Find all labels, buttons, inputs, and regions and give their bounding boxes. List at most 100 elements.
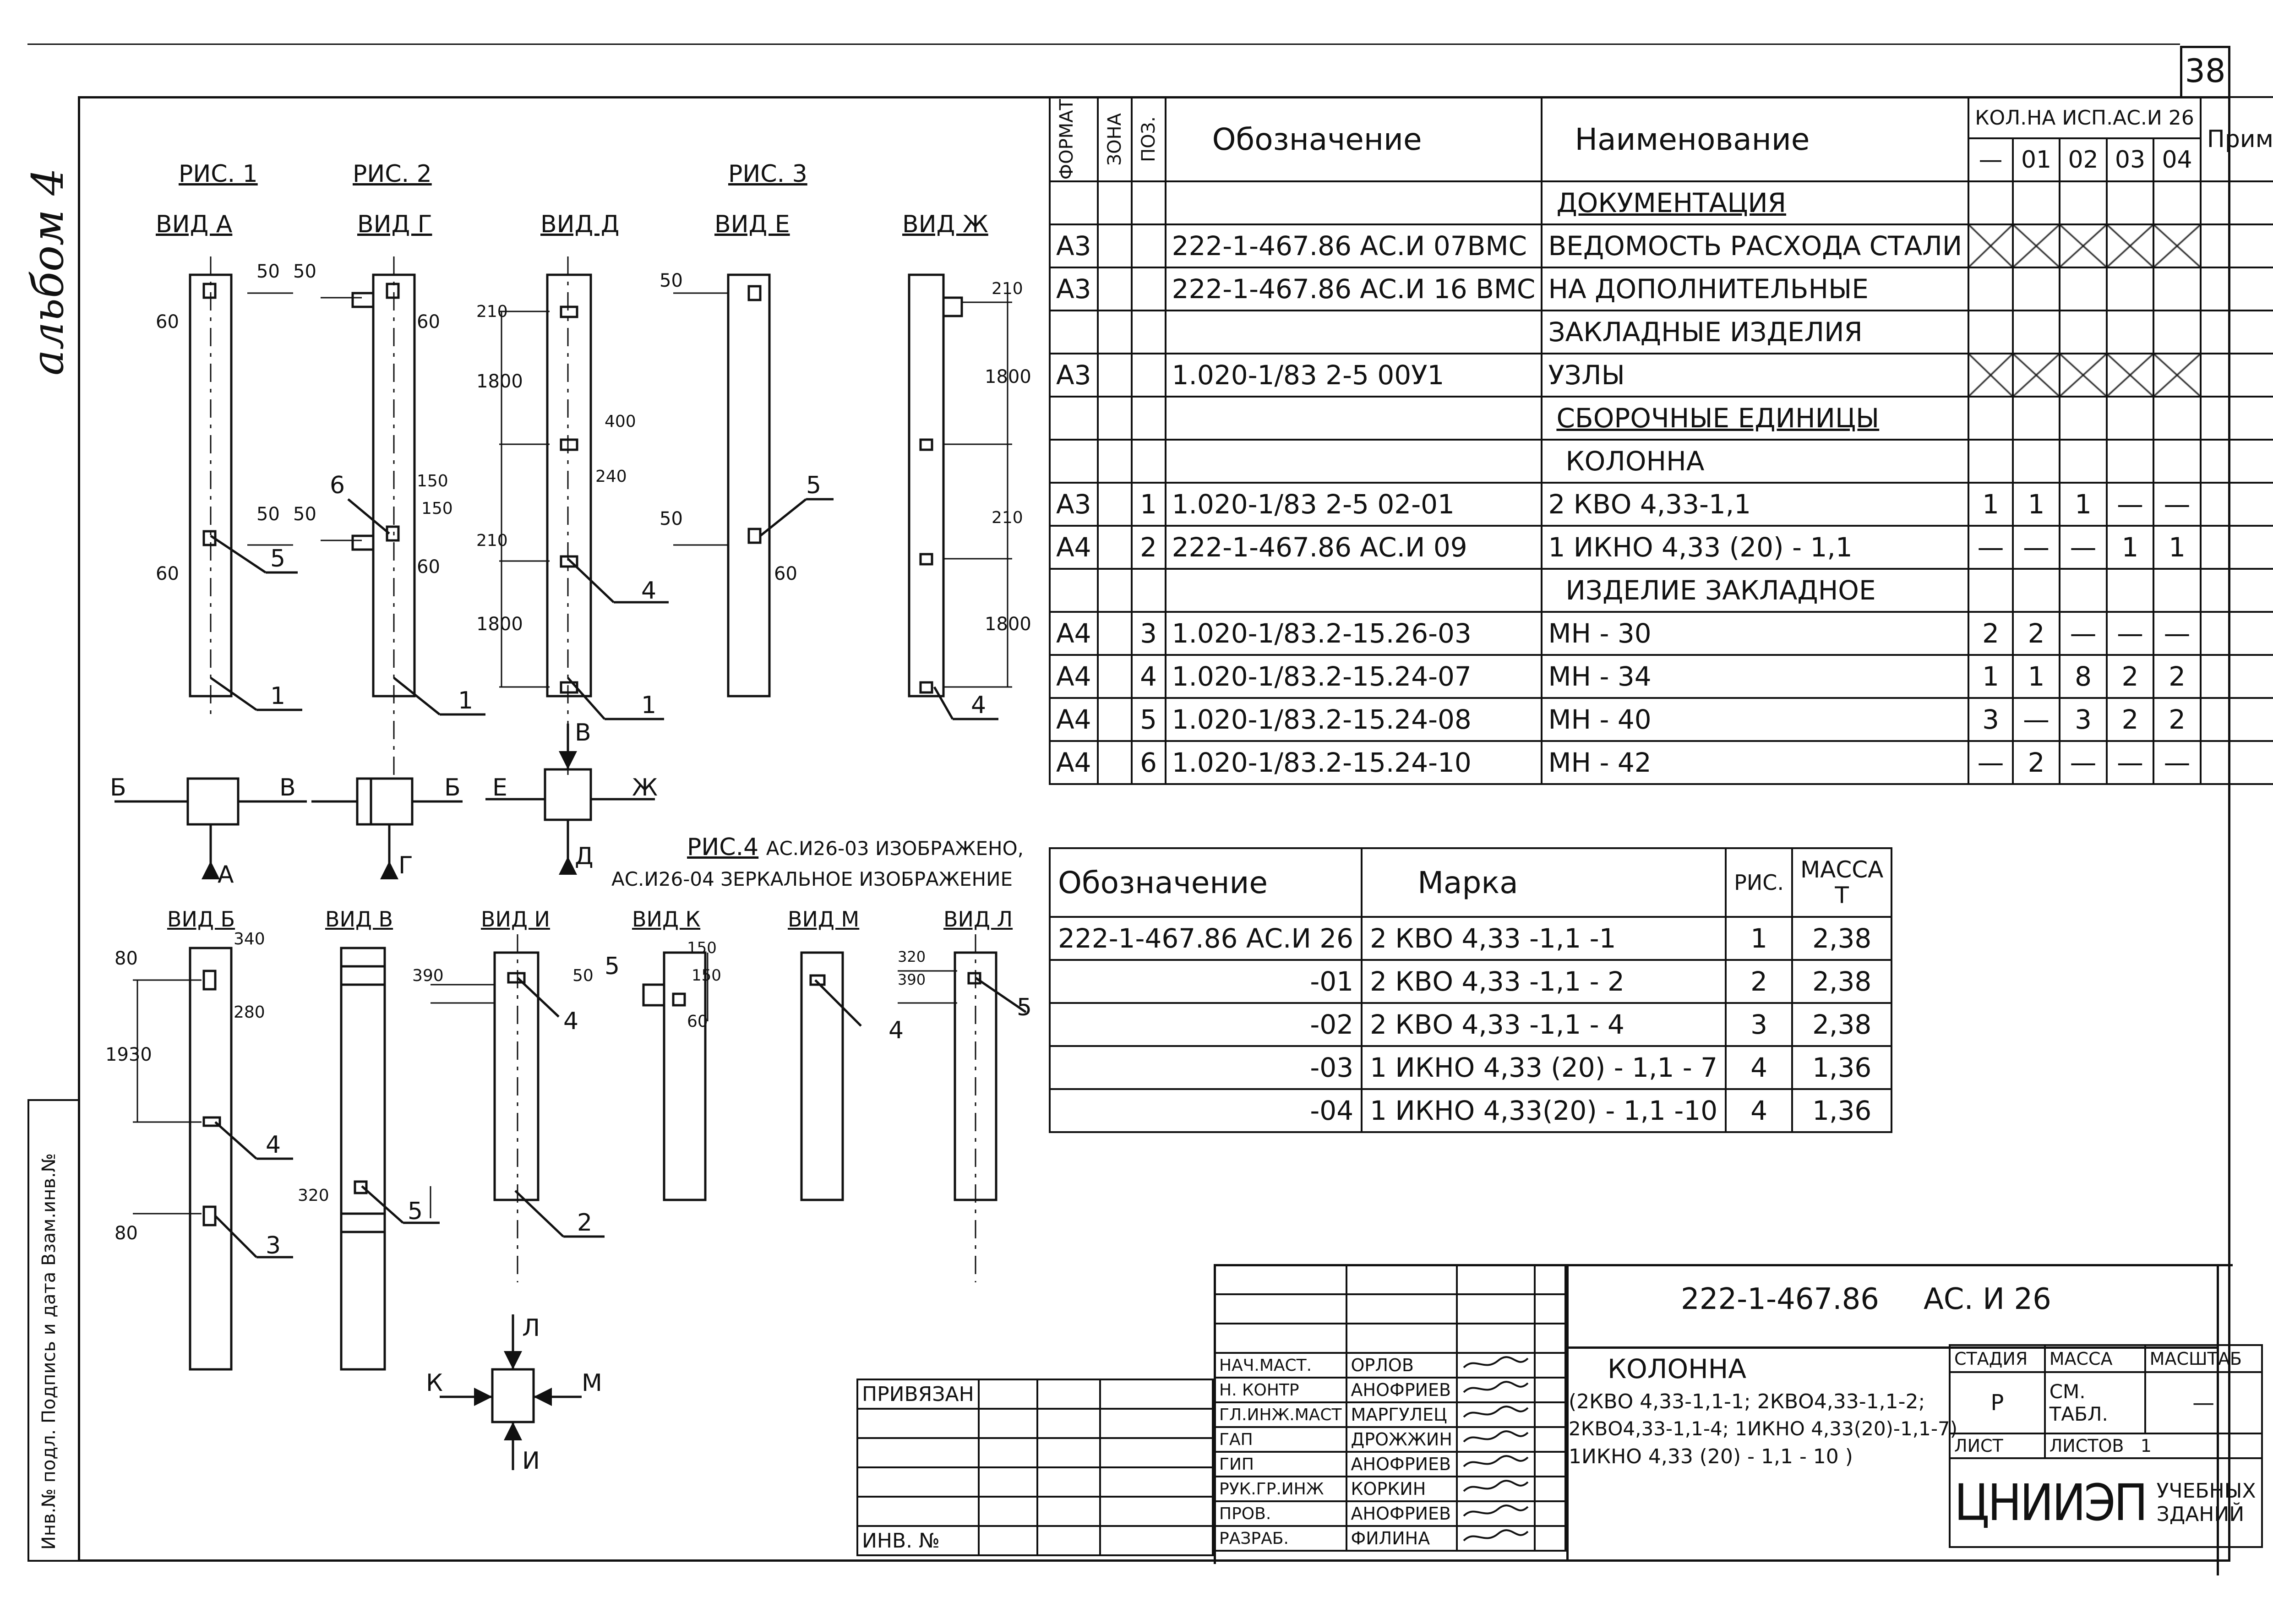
mass-designation: -02	[1048, 1002, 1363, 1047]
role-name: АНОФРИЕВ	[1345, 1451, 1458, 1477]
role-name: КОРКИН	[1345, 1476, 1458, 1502]
spec-pos: 6	[1130, 740, 1166, 785]
dim: 1800	[476, 371, 523, 392]
dim: 50	[572, 966, 594, 985]
stage-label: СТАДИЯ	[1949, 1344, 2046, 1373]
spec-format: А4	[1049, 654, 1099, 699]
callout: 2	[577, 1209, 593, 1237]
spec-pos	[1130, 180, 1166, 225]
mass-fig: 2	[1725, 959, 1793, 1004]
dim: 1800	[476, 614, 523, 635]
mass-fig: 1	[1725, 916, 1793, 961]
role-name: ОРЛОВ	[1345, 1352, 1458, 1379]
callout: 4	[266, 1131, 281, 1159]
arrow-v-1: В	[279, 774, 296, 801]
spec-qty	[1968, 568, 2014, 613]
spec-qty: 3	[2059, 697, 2108, 742]
fig4-note: АС.И26-04 ЗЕРКАЛЬНОЕ ИЗОБРАЖЕНИЕ	[611, 868, 1013, 890]
mass-col-mark: Марка	[1361, 847, 1727, 918]
spec-zone	[1096, 439, 1133, 484]
spec-zone	[1096, 396, 1133, 441]
qty-col-header: 02	[2059, 137, 2108, 182]
spec-qty	[2105, 310, 2155, 354]
spec-qty	[2059, 396, 2108, 441]
mass-designation: -04	[1048, 1088, 1363, 1133]
spec-zone	[1096, 654, 1133, 699]
dim: 60	[774, 563, 797, 584]
dim: 50	[256, 261, 280, 282]
spec-pos	[1130, 353, 1166, 398]
spec-qty: 2	[2105, 654, 2155, 699]
spec-qty	[2011, 439, 2061, 484]
view-k-label: ВИД К	[632, 907, 701, 932]
spec-note	[2199, 482, 2273, 527]
spec-zone	[1096, 482, 1133, 527]
spec-qty	[1968, 267, 2014, 311]
doc-title-line3: 1ИКНО 4,33 (20) - 1,1 - 10 )	[1569, 1445, 1853, 1468]
spec-zone	[1096, 740, 1133, 785]
date	[1533, 1401, 1567, 1428]
qty-col-header: —	[1968, 137, 2014, 182]
spec-note	[2199, 611, 2273, 656]
view-zh-label: ВИД Ж	[902, 211, 988, 238]
spec-pos: 1	[1130, 482, 1166, 527]
dim: 210	[476, 302, 508, 321]
spec-qty	[1968, 353, 2014, 398]
stage-value: Р	[1949, 1371, 2046, 1434]
date	[1533, 1500, 1567, 1527]
stage-table: СТАДИЯ МАССА МАСШТАБ Р СМ. ТАБЛ. — ЛИСТ …	[1949, 1344, 2263, 1548]
spec-qty	[2153, 396, 2202, 441]
arrow-e: Е	[492, 774, 507, 801]
fig3-label: РИС. 3	[728, 160, 807, 188]
dim: 50	[660, 508, 683, 529]
spec-qty: 1	[2153, 525, 2202, 570]
dim: 150	[417, 472, 448, 490]
role-name: ДРОЖЖИН	[1345, 1426, 1458, 1453]
signature	[1455, 1401, 1536, 1428]
col-name: Наименование	[1541, 96, 1970, 182]
dim: 50	[256, 504, 280, 525]
dim: 400	[605, 412, 636, 431]
arrow-v-2: В	[575, 719, 591, 747]
spec-qty	[2153, 310, 2202, 354]
spec-qty	[2059, 310, 2108, 354]
view-d-label: ВИД Д	[540, 211, 620, 238]
spec-pos: 3	[1130, 611, 1166, 656]
spec-qty: —	[2011, 525, 2061, 570]
spec-qty	[2105, 439, 2155, 484]
spec-qty	[2105, 396, 2155, 441]
view-m-label: ВИД М	[788, 907, 860, 932]
spec-format: А3	[1049, 267, 1099, 311]
spec-format: А3	[1049, 353, 1099, 398]
spec-qty	[2105, 223, 2155, 268]
spec-name: МН - 40	[1541, 697, 1970, 742]
spec-qty	[2153, 267, 2202, 311]
doc-mark: АС. И 26	[1924, 1282, 2051, 1316]
role-label: ГЛ.ИНЖ.МАСТ	[1214, 1401, 1347, 1428]
spec-note	[2199, 267, 2273, 311]
callout: 4	[641, 577, 657, 605]
mass-value: 2,38	[1791, 916, 1893, 961]
spec-zone	[1096, 525, 1133, 570]
spec-name: 1 ИКНО 4,33 (20) - 1,1	[1541, 525, 1970, 570]
scale-label: МАСШТАБ	[2144, 1344, 2263, 1373]
spec-format: А4	[1049, 740, 1099, 785]
spec-name: ЗАКЛАДНЫЕ ИЗДЕЛИЯ	[1541, 310, 1970, 354]
spec-qty	[2059, 568, 2108, 613]
spec-designation	[1164, 396, 1543, 441]
spec-designation	[1164, 180, 1543, 225]
date	[1533, 1525, 1567, 1552]
view-e-label: ВИД Е	[714, 211, 790, 238]
col-note: Прим.	[2199, 96, 2273, 182]
spec-format: А3	[1049, 482, 1099, 527]
spec-row: ЗАКЛАДНЫЕ ИЗДЕЛИЯ	[1049, 310, 2273, 354]
mass-label: МАССА	[2044, 1344, 2146, 1373]
spec-zone	[1096, 611, 1133, 656]
dim: 210	[992, 508, 1023, 527]
dim: 150	[421, 499, 453, 518]
spec-qty: 1	[2059, 482, 2108, 527]
